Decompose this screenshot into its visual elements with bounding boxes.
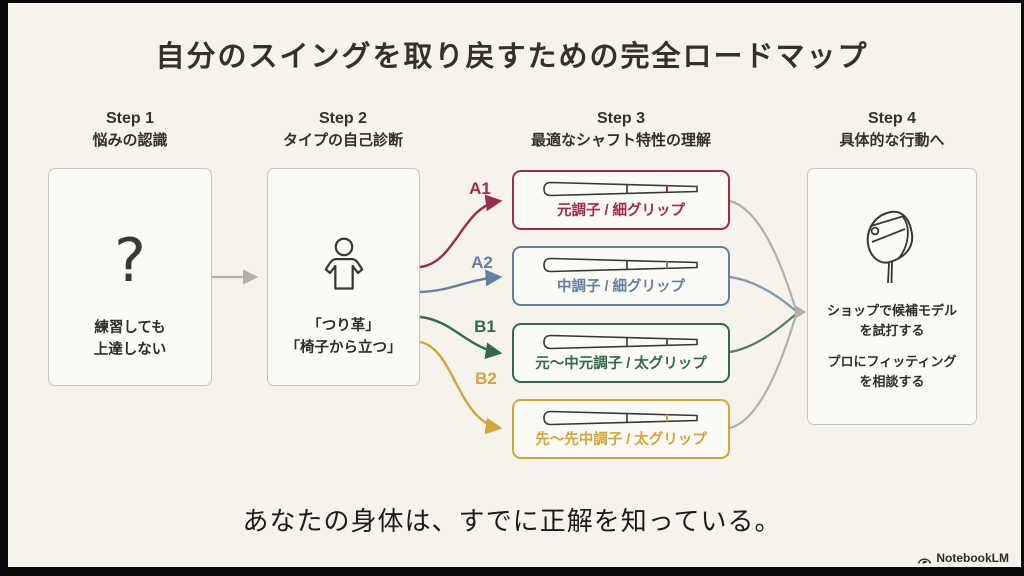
branch-label-a2: 中調子 / 細グリップ <box>556 279 686 295</box>
step4-label: Step 4 <box>867 110 916 127</box>
branch-box-b2: 先〜先中調子 / 太グリップ <box>512 399 730 459</box>
tagline: あなたの身体は、すでに正解を知っている。 <box>242 507 782 536</box>
step4-text-line1: ショップで候補モデル <box>826 303 957 318</box>
merge-arrowhead <box>795 305 806 319</box>
branch-label-a1: 元調子 / 細グリップ <box>556 203 686 219</box>
step2-card-text: 「つり革」 「椅子から立つ」 <box>286 315 402 360</box>
branch-tag-a1: A1 <box>469 179 491 198</box>
step3-header: Step 3 最適なシャフト特性の理解 <box>500 107 742 152</box>
branch-label-b2: 先〜先中調子 / 太グリップ <box>535 432 707 448</box>
step4-text-line2: を試打する <box>859 322 925 338</box>
step3-label: Step 3 <box>596 110 645 127</box>
page-title: 自分のスイングを取り戻すための完全ロードマップ <box>155 41 869 73</box>
step2-card: 「つり革」 「椅子から立つ」 <box>267 168 420 386</box>
step1-text-line2: 上達しない <box>93 342 167 359</box>
branch-box-a1: 元調子 / 細グリップ <box>512 170 730 230</box>
step1-header: Step 1 悩みの認識 <box>48 107 212 152</box>
step2-header: Step 2 タイプの自己診断 <box>260 107 426 152</box>
branch-tag-a2: A2 <box>471 253 493 272</box>
notebooklm-logo-icon <box>918 557 932 564</box>
question-mark-icon: ? <box>114 226 146 296</box>
golf-shaft-icon <box>542 334 698 350</box>
step1-text-line1: 練習しても <box>94 320 166 336</box>
step1-card: ? 練習しても 上達しない <box>48 168 212 386</box>
frame-bottom <box>0 567 1024 576</box>
step4-card-text: ショップで候補モデル を試打する プロにフィッティング を相談する <box>827 301 957 391</box>
person-icon <box>324 237 363 290</box>
footer-brand: NotebookLM <box>917 551 1009 565</box>
step1-card-text: 練習しても 上達しない <box>94 317 167 362</box>
branch-tag-b1: B1 <box>474 317 496 336</box>
step2-text-line1: 「つり革」 <box>307 318 380 334</box>
step4-card: ショップで候補モデル を試打する プロにフィッティング を相談する <box>807 168 977 425</box>
step3-sublabel: 最適なシャフト特性の理解 <box>530 132 711 150</box>
step2-sublabel: タイプの自己診断 <box>282 132 403 150</box>
golf-shaft-icon <box>542 410 698 426</box>
branch-tag-b2: B2 <box>475 369 497 388</box>
step1-sublabel: 悩みの認識 <box>92 132 168 150</box>
frame-top <box>0 0 1024 3</box>
frame-right <box>1021 0 1024 576</box>
golf-shaft-icon <box>542 257 698 273</box>
frame-left <box>0 0 8 576</box>
golf-shaft-icon <box>542 181 698 197</box>
step4-sublabel: 具体的な行動へ <box>839 132 945 150</box>
step1-label: Step 1 <box>105 110 154 127</box>
step4-text-line4: を相談する <box>859 373 925 389</box>
step2-text-line2: 「椅子から立つ」 <box>285 340 402 357</box>
branch-box-a2: 中調子 / 細グリップ <box>512 246 730 306</box>
step4-text-line3: プロにフィッティング <box>827 354 957 369</box>
spacer <box>827 340 957 352</box>
footer-brand-label: NotebookLM <box>936 551 1009 565</box>
golf-driver-icon <box>866 210 914 284</box>
step4-header: Step 4 具体的な行動へ <box>802 107 982 152</box>
step2-label: Step 2 <box>318 110 367 127</box>
branch-box-b1: 元〜中元調子 / 太グリップ <box>512 323 730 383</box>
branch-label-b1: 元〜中元調子 / 太グリップ <box>535 356 707 372</box>
